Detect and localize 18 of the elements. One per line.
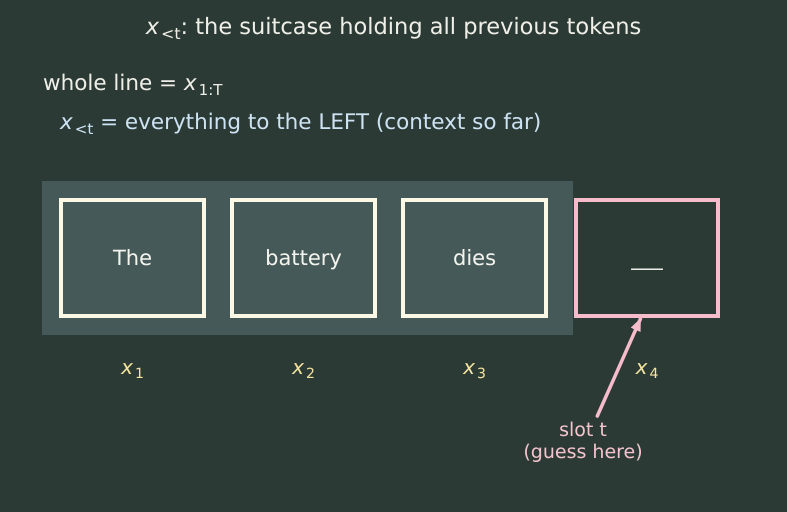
token-box: [59, 198, 206, 318]
diagram-title: x$_{<t}$: the suitcase holding all previous tokens: [146, 13, 642, 42]
definition-text: x$_{<t}$ = everything to the LEFT (context so far): [60, 109, 542, 137]
token-box: [401, 198, 548, 318]
arrow: [596, 317, 642, 418]
definition-text: whole line = x$_{1:T}$: [43, 70, 222, 98]
variable-label: x$_{3}$: [463, 354, 486, 380]
variable-label: x$_{4}$: [636, 354, 658, 380]
context-band: [42, 181, 573, 335]
blank-placeholder: ___: [631, 244, 663, 272]
token-word: battery: [265, 244, 342, 272]
variable-label: x$_{1}$: [121, 354, 144, 380]
callout-text: slot t (guess here): [523, 419, 643, 463]
token-word: The: [112, 244, 152, 272]
blank-slot-box: [574, 198, 720, 318]
token-word: dies: [452, 244, 496, 272]
token-box: [230, 198, 377, 318]
variable-label: x$_{2}$: [292, 354, 315, 380]
